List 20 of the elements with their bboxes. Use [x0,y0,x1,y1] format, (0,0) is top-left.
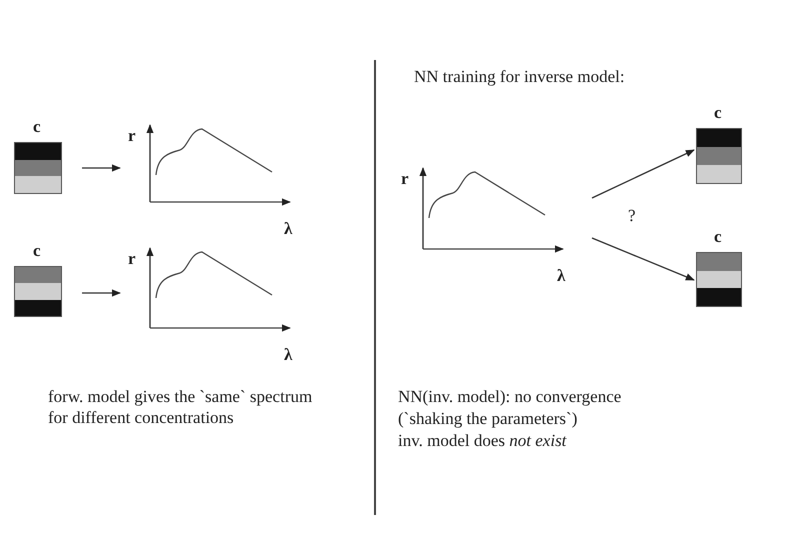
note-text: NN(inv. model): no convergence [398,386,622,407]
note-text: (`shaking the parameters`) [398,408,578,429]
axis-label: r [128,248,136,269]
concentration-label: c [33,240,41,261]
axis-label: λ [557,265,566,286]
axis-label: λ [284,218,292,239]
heading: NN training for inverse model: [414,66,625,87]
concentration-label: c [33,116,41,137]
concentration-label: c [714,226,722,247]
caption-text: forw. model gives the `same` spectrum for different concentrations [48,386,314,428]
arrow [82,289,121,297]
concentration-label: c [714,102,722,123]
arrow [592,237,695,281]
arrow [592,149,695,199]
axis-label: λ [284,344,292,365]
arrow [82,164,121,172]
axis-label: r [401,168,409,189]
question-mark: ? [628,205,636,226]
note-text: inv. model does not exist [398,430,566,451]
axis-label: r [128,125,136,146]
